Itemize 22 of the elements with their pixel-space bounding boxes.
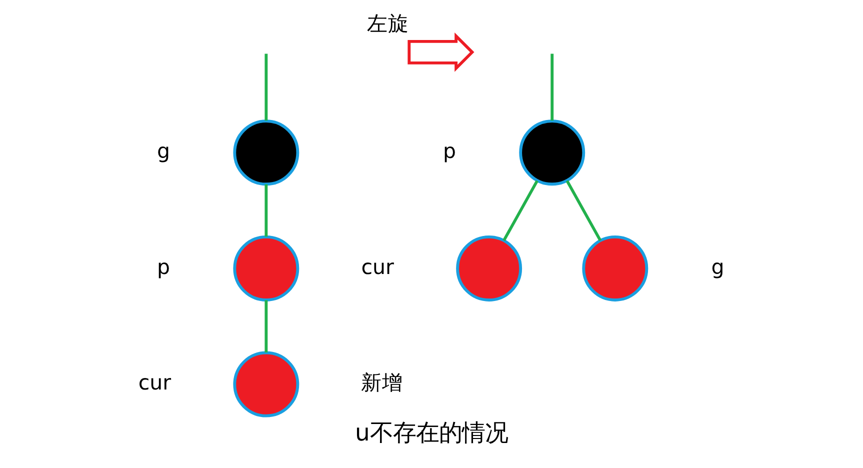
caption: u不存在的情况: [355, 418, 508, 446]
node-label: cur: [138, 370, 172, 395]
connector: [502, 180, 538, 242]
node-circle: [582, 235, 648, 302]
node-circle: [233, 351, 300, 418]
node-circle: [233, 120, 300, 186]
node-label: p: [442, 139, 456, 164]
node-circle: [519, 120, 586, 186]
connector: [264, 54, 268, 121]
node-circle: [233, 235, 300, 302]
connector: [264, 184, 268, 237]
node-label: 左旋: [366, 11, 409, 36]
connector: [264, 300, 268, 352]
connector: [550, 54, 554, 121]
node-circle: [456, 235, 522, 302]
node-label: g: [711, 254, 724, 279]
node-label: g: [157, 139, 170, 164]
node-label: p: [157, 254, 170, 279]
node-arrow: [408, 32, 474, 72]
node-label: cur: [361, 254, 394, 279]
node-label: 新增: [361, 370, 404, 395]
connector: [566, 180, 602, 242]
